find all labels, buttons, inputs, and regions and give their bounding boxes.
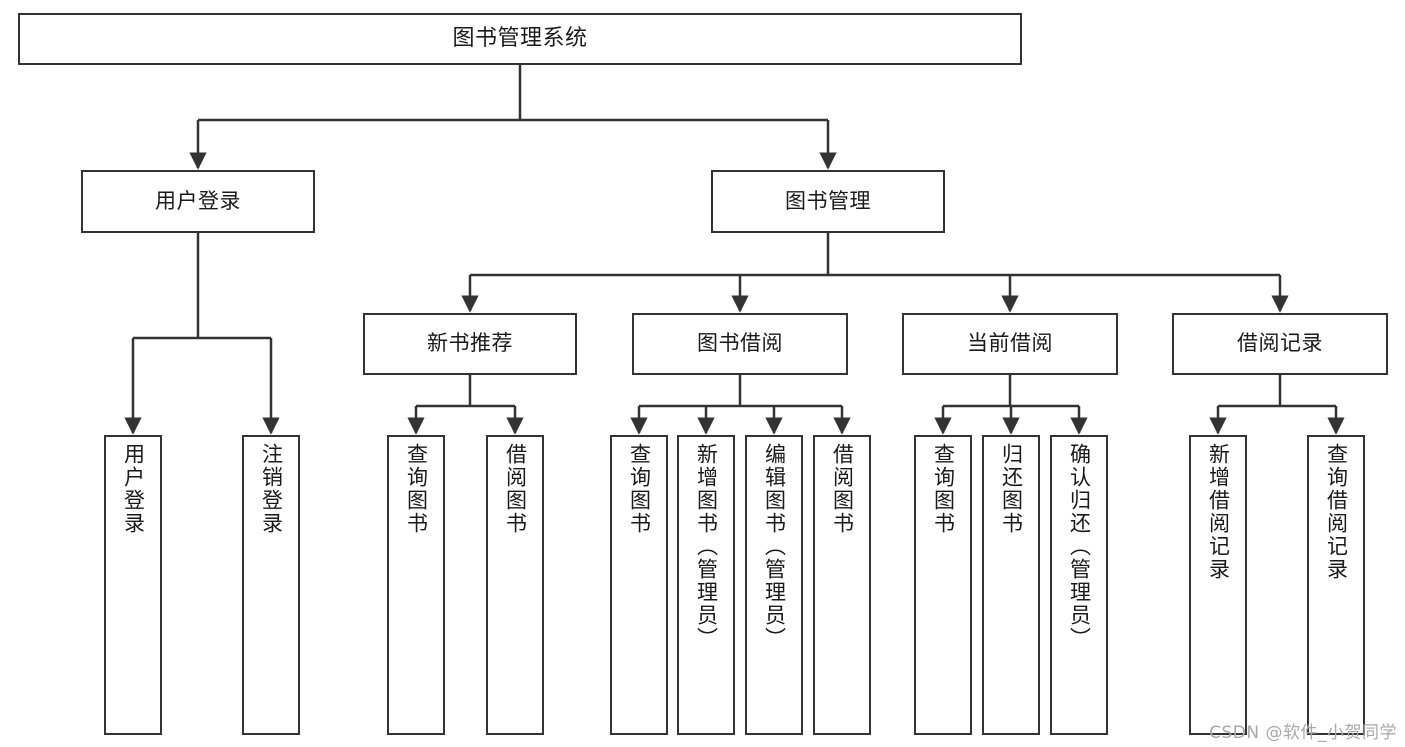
node-login[interactable]: 用户登录 (81, 170, 315, 233)
node-label: 查询图书 (627, 443, 652, 535)
node-leaf-login-2[interactable]: 注销登录 (242, 435, 300, 735)
node-leaf-login-1[interactable]: 用户登录 (104, 435, 162, 735)
node-leaf-borrow-3[interactable]: 编辑图书（管理员） (745, 435, 803, 735)
node-label: 归还图书 (999, 443, 1024, 535)
node-label: 借阅图书 (830, 443, 855, 535)
node-leaf-rec-2[interactable]: 查询借阅记录 (1307, 435, 1365, 735)
node-leaf-cur-3[interactable]: 确认归还（管理员） (1050, 435, 1108, 735)
node-borrow[interactable]: 图书借阅 (632, 313, 848, 375)
node-label: 查询借阅记录 (1324, 443, 1349, 581)
node-label: 用户登录 (155, 188, 241, 213)
node-label: 编辑图书（管理员） (762, 443, 787, 650)
node-label: 注销登录 (259, 443, 284, 535)
node-label: 查询图书 (931, 443, 956, 535)
node-leaf-borrow-4[interactable]: 借阅图书 (813, 435, 871, 735)
node-leaf-borrow-1[interactable]: 查询图书 (610, 435, 668, 735)
node-label: 新增图书（管理员） (694, 443, 719, 650)
edge-group (124, 65, 1345, 435)
node-leaf-cur-1[interactable]: 查询图书 (914, 435, 972, 735)
node-label: 查询图书 (404, 443, 429, 535)
node-bookmgmt[interactable]: 图书管理 (711, 170, 945, 233)
node-label: 借阅图书 (503, 443, 528, 535)
node-label: 图书管理 (785, 188, 871, 213)
node-label: 新书推荐 (427, 331, 513, 356)
node-label: 用户登录 (121, 443, 146, 535)
node-leaf-new-1[interactable]: 查询图书 (387, 435, 445, 735)
watermark-text: CSDN @软件_小贺同学 (1209, 723, 1397, 743)
node-newbook[interactable]: 新书推荐 (363, 313, 577, 375)
node-label: 借阅记录 (1237, 331, 1323, 356)
node-leaf-borrow-2[interactable]: 新增图书（管理员） (677, 435, 735, 735)
node-label: 新增借阅记录 (1206, 443, 1231, 581)
node-label: 确认归还（管理员） (1067, 443, 1092, 650)
node-leaf-cur-2[interactable]: 归还图书 (982, 435, 1040, 735)
node-label: 当前借阅 (967, 331, 1053, 356)
node-label: 图书管理系统 (452, 25, 588, 51)
node-records[interactable]: 借阅记录 (1172, 313, 1388, 375)
node-current[interactable]: 当前借阅 (902, 313, 1118, 375)
node-label: 图书借阅 (697, 331, 783, 356)
node-leaf-new-2[interactable]: 借阅图书 (486, 435, 544, 735)
node-root[interactable]: 图书管理系统 (18, 13, 1022, 65)
node-leaf-rec-1[interactable]: 新增借阅记录 (1189, 435, 1247, 735)
